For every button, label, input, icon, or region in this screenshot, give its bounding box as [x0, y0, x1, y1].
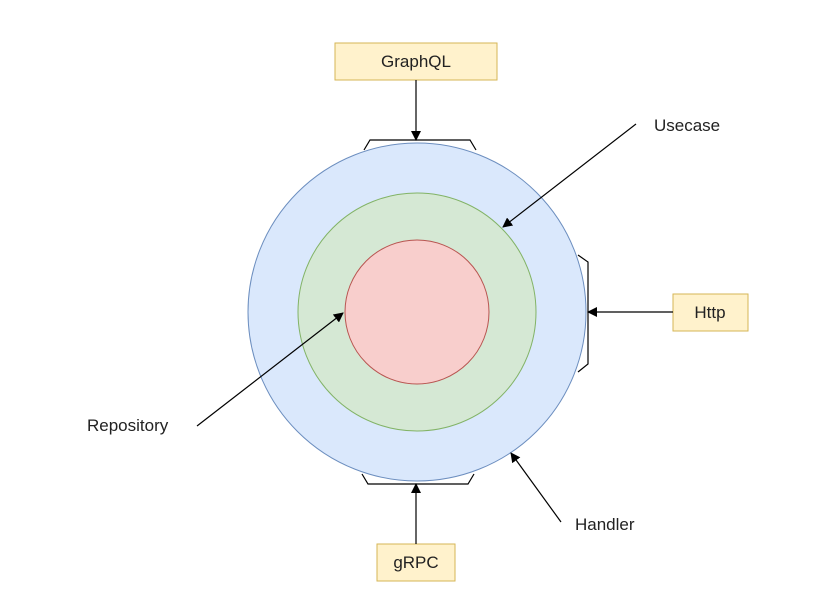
repository-layer-circle: [344, 239, 490, 385]
http-label: Http: [694, 303, 725, 322]
graphql-label: GraphQL: [381, 52, 451, 71]
repository-label: Repository: [87, 416, 169, 435]
http-box: Http: [672, 293, 749, 332]
handler-label: Handler: [575, 515, 635, 534]
usecase-pointer-arrow: [502, 123, 637, 228]
usecase-label: Usecase: [654, 116, 720, 135]
handler-pointer-arrow: [510, 452, 562, 523]
grpc-box: gRPC: [376, 543, 456, 582]
grpc-label: gRPC: [393, 553, 438, 572]
repository-pointer-arrow: [196, 312, 344, 427]
graphql-box: GraphQL: [334, 42, 498, 81]
